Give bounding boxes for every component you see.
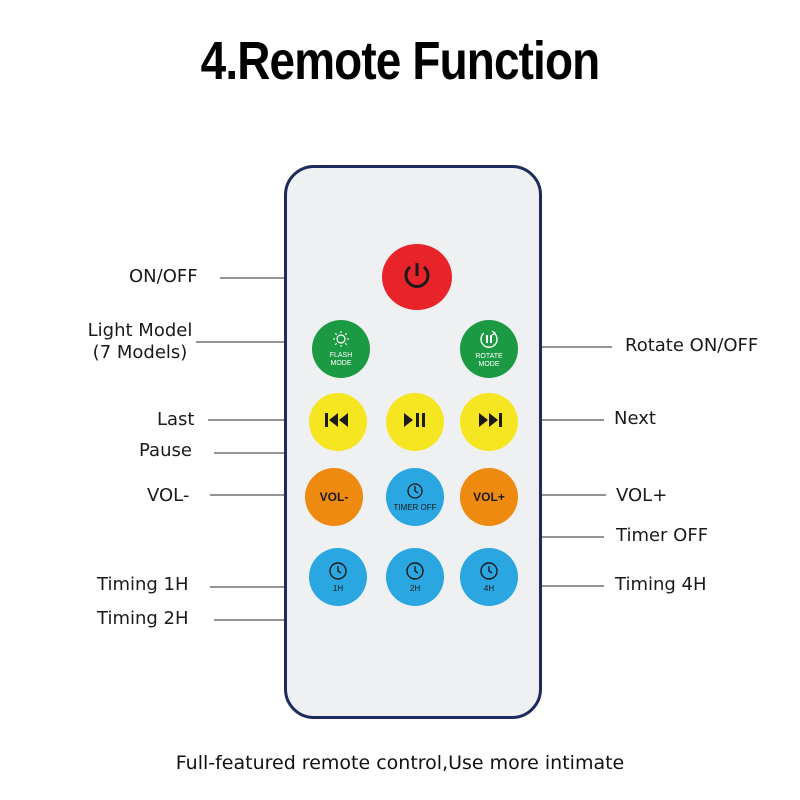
label-light-model-line1: Light Model bbox=[87, 320, 193, 341]
flash-mode-label: FLASH MODE bbox=[329, 352, 353, 367]
label-light-model-line2: (7 Models) bbox=[92, 342, 188, 363]
page-title: 4.Remote Function bbox=[200, 31, 601, 91]
rotate-icon bbox=[479, 329, 499, 353]
pause-button[interactable] bbox=[386, 393, 444, 451]
clock-icon bbox=[406, 482, 424, 504]
last-button[interactable] bbox=[309, 393, 367, 451]
label-timing-2h: Timing 2H bbox=[97, 608, 189, 629]
label-timer-off: Timer OFF bbox=[616, 525, 709, 546]
label-next: Next bbox=[614, 408, 656, 429]
timing-1h-label: 1H bbox=[332, 584, 344, 593]
label-light-model: Light Model (7 Models) bbox=[78, 320, 202, 364]
vol-minus-button[interactable]: VOL- bbox=[305, 468, 363, 526]
timing-4h-button[interactable]: 4H bbox=[460, 548, 518, 606]
label-rotate: Rotate ON/OFF bbox=[625, 335, 759, 356]
label-timing-4h: Timing 4H bbox=[615, 574, 707, 595]
clock-icon bbox=[328, 561, 348, 585]
clock-icon bbox=[479, 561, 499, 585]
rotate-mode-label: ROTATE MODE bbox=[475, 353, 503, 368]
label-last: Last bbox=[157, 409, 195, 430]
timer-off-label: TIMER OFF bbox=[393, 503, 437, 512]
timing-4h-label: 4H bbox=[483, 584, 495, 593]
vol-plus-button[interactable]: VOL+ bbox=[460, 468, 518, 526]
next-icon bbox=[474, 411, 504, 433]
power-icon bbox=[400, 258, 434, 296]
power-button[interactable] bbox=[382, 244, 452, 310]
timing-1h-button[interactable]: 1H bbox=[309, 548, 367, 606]
remote-control: FLASH MODE ROTATE MODE bbox=[284, 165, 542, 719]
caption: Full-featured remote control,Use more in… bbox=[175, 752, 625, 774]
rotate-mode-button[interactable]: ROTATE MODE bbox=[460, 320, 518, 378]
label-pause: Pause bbox=[139, 440, 192, 461]
label-vol-plus: VOL+ bbox=[616, 485, 668, 506]
timing-2h-label: 2H bbox=[409, 584, 421, 593]
label-on-off: ON/OFF bbox=[129, 266, 198, 287]
label-vol-minus: VOL- bbox=[147, 485, 190, 506]
flash-mode-button[interactable]: FLASH MODE bbox=[312, 320, 370, 378]
next-button[interactable] bbox=[460, 393, 518, 451]
play-pause-icon bbox=[401, 411, 429, 433]
vol-plus-label: VOL+ bbox=[473, 490, 505, 504]
vol-minus-label: VOL- bbox=[319, 490, 349, 504]
previous-icon bbox=[323, 411, 353, 433]
label-timing-1h: Timing 1H bbox=[97, 574, 189, 595]
timer-off-button[interactable]: TIMER OFF bbox=[386, 468, 444, 526]
timing-2h-button[interactable]: 2H bbox=[386, 548, 444, 606]
clock-icon bbox=[405, 561, 425, 585]
sun-icon bbox=[332, 330, 350, 352]
